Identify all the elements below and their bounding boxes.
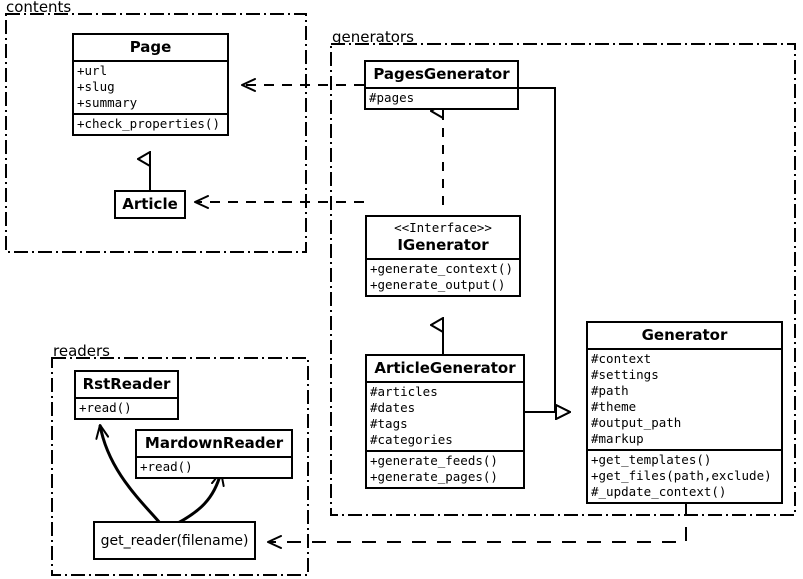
package-label-readers: readers <box>53 342 110 360</box>
package-label-generators: generators <box>332 28 414 46</box>
attribute: +slug <box>77 79 115 94</box>
attribute: #categories <box>370 432 453 447</box>
class-box-generator[interactable]: Generator #context #settings #path #them… <box>586 321 783 504</box>
class-box-pages-generator[interactable]: PagesGenerator #pages <box>364 60 519 110</box>
class-methods-page: +check_properties() <box>74 113 227 134</box>
method: +get_templates() <box>591 452 712 467</box>
function-box-get-reader[interactable]: get_reader(filename) <box>93 521 256 560</box>
class-box-igenerator[interactable]: <<Interface>> IGenerator +generate_conte… <box>365 215 521 297</box>
attribute: #path <box>591 383 629 398</box>
class-methods-mardown-reader: +read() <box>137 456 291 477</box>
connector-pagesgenerator-inherits-generator <box>519 87 570 412</box>
class-name-rst-reader: RstReader <box>82 375 171 393</box>
class-name-page: Page <box>129 38 172 56</box>
class-attributes-generator: #context #settings #path #theme #output_… <box>588 348 781 449</box>
attribute: +summary <box>77 95 138 110</box>
connector-generator-uses-get-reader <box>267 502 687 549</box>
attribute: #tags <box>370 416 408 431</box>
method: +read() <box>79 400 132 415</box>
class-box-article[interactable]: Article <box>114 190 186 219</box>
class-methods-generator: +get_templates() +get_files(path,exclude… <box>588 449 781 502</box>
attribute: #markup <box>591 431 644 446</box>
attribute: +url <box>77 63 108 78</box>
class-header-igenerator: <<Interface>> IGenerator <box>367 217 519 258</box>
class-box-page[interactable]: Page +url +slug +summary +check_properti… <box>72 33 229 136</box>
class-box-rst-reader[interactable]: RstReader +read() <box>74 370 179 420</box>
method: +generate_pages() <box>370 469 498 484</box>
method: +generate_context() <box>370 261 513 276</box>
class-stereotype-igenerator: <<Interface>> <box>394 220 492 235</box>
class-box-mardown-reader[interactable]: MardownReader +read() <box>135 429 293 479</box>
method: +check_properties() <box>77 116 220 131</box>
class-attributes-page: +url +slug +summary <box>74 60 227 113</box>
class-box-article-generator[interactable]: ArticleGenerator #articles #dates #tags … <box>365 354 525 489</box>
class-name-mardown-reader: MardownReader <box>144 434 284 452</box>
method: +read() <box>140 459 193 474</box>
method: +get_files(path,exclude) <box>591 468 772 483</box>
class-methods-igenerator: +generate_context() +generate_output() <box>367 258 519 295</box>
class-name-generator: Generator <box>641 326 728 344</box>
attribute: #theme <box>591 399 637 414</box>
class-name-article-generator: ArticleGenerator <box>374 359 516 377</box>
method: #_update_context() <box>591 484 727 499</box>
attribute: #output_path <box>591 415 682 430</box>
attribute: #context <box>591 351 652 366</box>
function-label-get-reader: get_reader(filename) <box>100 532 249 549</box>
class-name-pages-generator: PagesGenerator <box>373 65 510 83</box>
attribute: #articles <box>370 384 438 399</box>
method: +generate_feeds() <box>370 453 498 468</box>
attribute: #settings <box>591 367 659 382</box>
class-methods-article-generator: +generate_feeds() +generate_pages() <box>367 450 523 487</box>
class-attributes-pages-generator: #pages <box>366 87 517 108</box>
attribute: #pages <box>369 90 415 105</box>
class-name-article: Article <box>122 195 178 213</box>
attribute: #dates <box>370 400 416 415</box>
class-methods-rst-reader: +read() <box>76 397 177 418</box>
method: +generate_output() <box>370 277 506 292</box>
connector-get-reader-returns-mardownreader <box>177 471 225 525</box>
class-name-igenerator: IGenerator <box>397 236 489 254</box>
class-attributes-article-generator: #articles #dates #tags #categories <box>367 381 523 450</box>
package-label-contents: contents <box>6 0 72 16</box>
